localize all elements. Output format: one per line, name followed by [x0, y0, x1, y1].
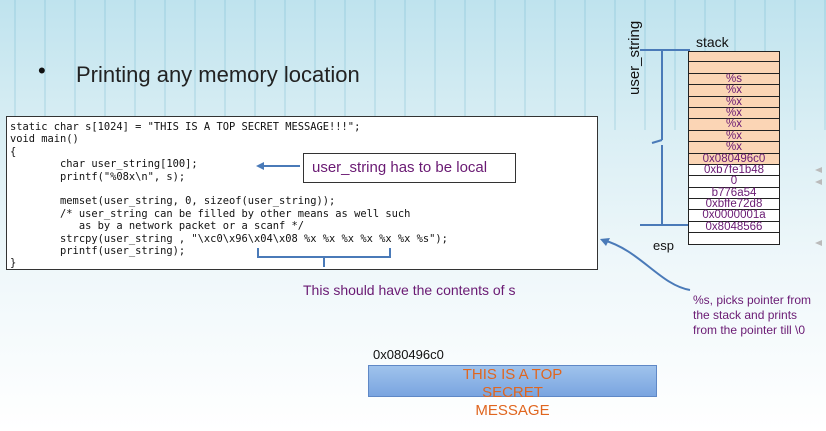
slide-heading: Printing any memory location — [76, 62, 360, 87]
code-line: printf("%08x\n", s); — [10, 170, 186, 183]
memory-address: 0x080496c0 — [373, 347, 444, 362]
stack-slot — [688, 62, 780, 74]
stack-label: stack — [696, 34, 729, 50]
stack-slot: 0x0000001a — [688, 210, 780, 222]
stack-slot: %x — [688, 141, 780, 154]
stack-slot: 0xb7fe1b48 — [688, 164, 780, 177]
stack-slot: 0xbffe72d8 — [688, 198, 780, 211]
stack-slot: 0x080496c0 — [688, 153, 780, 165]
contents-note: This should have the contents of s — [303, 282, 516, 298]
secret-message-bar: THIS IS A TOP SECRET MESSAGE — [368, 365, 657, 419]
brace-under-format — [257, 248, 391, 267]
code-box: static char s[1024] = "THIS IS A TOP SEC… — [6, 116, 598, 270]
code-line: printf(user_string); — [10, 245, 186, 258]
pointer-note: %s, picks pointer from the stack and pri… — [693, 293, 812, 337]
stack-slot: 0x8048566 — [688, 221, 780, 234]
code-line: memset(user_string, 0, sizeof(user_strin… — [10, 195, 336, 208]
bullet-point: • — [38, 58, 46, 83]
curved-arrow — [602, 239, 691, 291]
stack-slot: %s — [688, 73, 780, 86]
stack-slot — [688, 51, 780, 63]
secret-message: THIS IS A TOP SECRET MESSAGE — [462, 366, 563, 419]
stack-slot: %x — [688, 84, 780, 97]
stack-slot: %x — [688, 107, 780, 120]
stack-slot: 0 — [688, 175, 780, 188]
stack-slot: b776a54 — [688, 187, 780, 200]
code-line: char user_string[100]; — [10, 158, 198, 171]
stack-slot: %x — [688, 130, 780, 143]
local-variable-callout: user_string has to be local — [303, 153, 516, 183]
code-line: } — [10, 257, 17, 270]
user-string-label: user_string — [626, 20, 643, 95]
stack-slot: %x — [688, 118, 780, 131]
user-string-brace — [640, 49, 690, 226]
stack-slot: %x — [688, 96, 780, 108]
code-listing: static char s[1024] = "THIS IS A TOP SEC… — [10, 121, 597, 270]
code-line: /* user_string can be filled by other me… — [10, 207, 411, 220]
esp-label: esp — [653, 238, 674, 253]
code-line: void main() — [10, 133, 79, 146]
code-line: strcpy(user_string , "\xc0\x96\x04\x08 %… — [10, 232, 448, 245]
code-line: as by a network packet or a scanf */ — [10, 220, 305, 233]
code-line: static char s[1024] = "THIS IS A TOP SEC… — [10, 121, 361, 133]
stack-slot — [688, 233, 780, 245]
code-line: { — [10, 145, 17, 158]
